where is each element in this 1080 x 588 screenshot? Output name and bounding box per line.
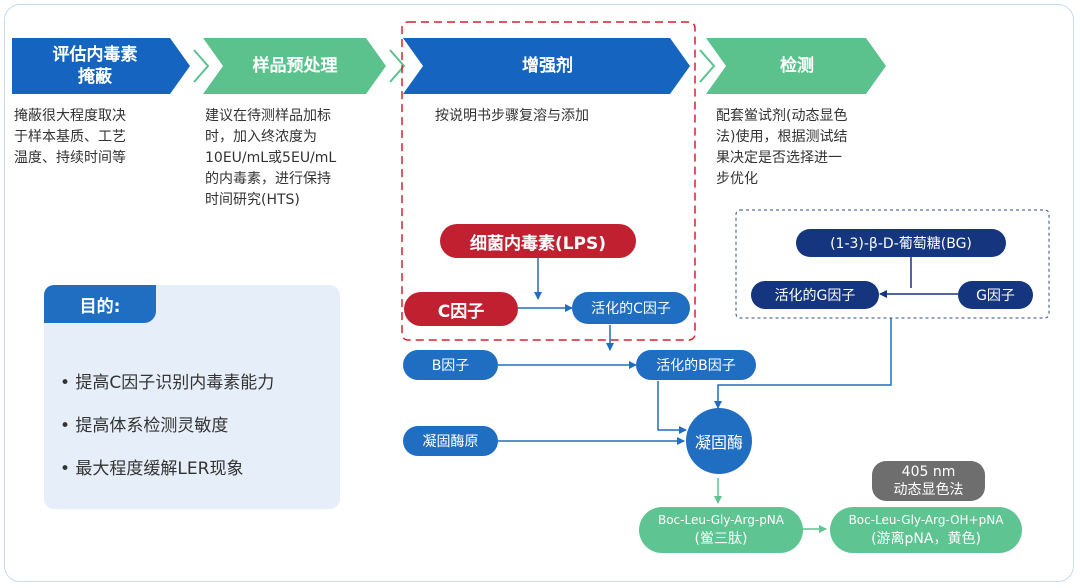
step-1-label-line2: 掩蔽 bbox=[78, 67, 112, 87]
step-4-chevron bbox=[706, 38, 886, 94]
step-3-separator bbox=[699, 49, 716, 83]
step-2-chevron bbox=[203, 38, 386, 94]
step-1-desc-line: 温度、持续时间等 bbox=[14, 150, 126, 166]
step-4-desc-line: 果决定是否选择进一 bbox=[716, 150, 842, 166]
step-3-desc-line: 按说明书步骤复溶与添加 bbox=[435, 108, 589, 124]
step-1-description: 掩蔽很大程度取决 于样本基质、工艺 温度、持续时间等 bbox=[14, 106, 194, 169]
step-2-desc-line: 建议在待测样品加标 bbox=[205, 108, 331, 124]
step-3-label: 增强剂 bbox=[522, 56, 573, 76]
step-1-chevron bbox=[12, 38, 190, 94]
g-factor-node: G因子 bbox=[958, 281, 1033, 309]
glucan-pathway-frame bbox=[735, 209, 1050, 319]
activated-b-node: 活化的B因子 bbox=[636, 350, 756, 380]
bg-node: (1-3)-β-D-葡萄糖(BG) bbox=[796, 229, 1006, 257]
step-4-label: 检测 bbox=[780, 56, 814, 76]
substrate-name: (鲎三肽) bbox=[694, 531, 748, 547]
method-wavelength: 405 nm bbox=[901, 464, 956, 480]
step-4-description: 配套鲎试剂(动态显色 法)使用，根据测试结 果决定是否选择进一 步优化 bbox=[716, 106, 916, 190]
step-1-label-line1: 评估内毒素 bbox=[52, 45, 138, 65]
step-2-desc-line: 时间研究(HTS) bbox=[205, 192, 300, 208]
step-2-description: 建议在待测样品加标 时，加入终浓度为 10EU/mL或5EU/mL 的内毒素，进… bbox=[205, 106, 395, 211]
clotting-node: 凝固酶 bbox=[686, 408, 752, 474]
method-badge: 405 nm 动态显色法 bbox=[872, 461, 985, 501]
activated-g-node: 活化的G因子 bbox=[751, 281, 879, 309]
enhancer-frame bbox=[401, 21, 696, 341]
step-1-separator bbox=[193, 49, 210, 83]
substrate-node: Boc-Leu-Gly-Arg-pNA (鲎三肽) bbox=[639, 507, 803, 553]
lps-node: 细菌内毒素(LPS) bbox=[440, 224, 636, 258]
step-4-desc-line: 法)使用，根据测试结 bbox=[716, 129, 848, 145]
method-name: 动态显色法 bbox=[893, 482, 964, 498]
step-3-chevron bbox=[403, 38, 690, 94]
step-3-description: 按说明书步骤复溶与添加 bbox=[435, 106, 675, 127]
product-name: (游离pNA，黄色) bbox=[871, 531, 981, 547]
step-1-label: 评估内毒素 掩蔽 bbox=[20, 38, 170, 94]
step-2-desc-line: 时，加入终浓度为 bbox=[205, 129, 317, 145]
purpose-item: • 提高C因子识别内毒素能力 bbox=[60, 373, 275, 393]
step-2-desc-line: 10EU/mL或5EU/mL bbox=[205, 150, 337, 166]
step-1-desc-line: 掩蔽很大程度取决 bbox=[14, 108, 126, 124]
step-2-separator bbox=[389, 49, 406, 83]
step-4-desc-line: 配套鲎试剂(动态显色 bbox=[716, 108, 848, 124]
product-formula: Boc-Leu-Gly-Arg-OH+pNA bbox=[848, 513, 1004, 527]
step-2-desc-line: 的内毒素，进行保持 bbox=[205, 171, 331, 187]
arrow-activated-b-to-clotting bbox=[657, 381, 687, 434]
b-factor-node: B因子 bbox=[403, 350, 498, 380]
substrate-formula: Boc-Leu-Gly-Arg-pNA bbox=[657, 513, 784, 527]
purpose-item: • 最大程度缓解LER现象 bbox=[60, 459, 244, 479]
step-2-label: 样品预处理 bbox=[252, 56, 338, 76]
arrow-activated-g-to-clotting bbox=[714, 318, 892, 409]
c-factor-node: C因子 bbox=[404, 292, 518, 326]
step-1-desc-line: 于样本基质、工艺 bbox=[14, 129, 126, 145]
purpose-title: 目的: bbox=[44, 285, 156, 323]
activated-c-node: 活化的C因子 bbox=[572, 292, 690, 324]
product-node: Boc-Leu-Gly-Arg-OH+pNA (游离pNA，黄色) bbox=[830, 507, 1022, 553]
step-4-desc-line: 步优化 bbox=[716, 171, 758, 187]
proclotting-node: 凝固酶原 bbox=[403, 426, 498, 456]
purpose-item: • 提高体系检测灵敏度 bbox=[60, 416, 229, 436]
